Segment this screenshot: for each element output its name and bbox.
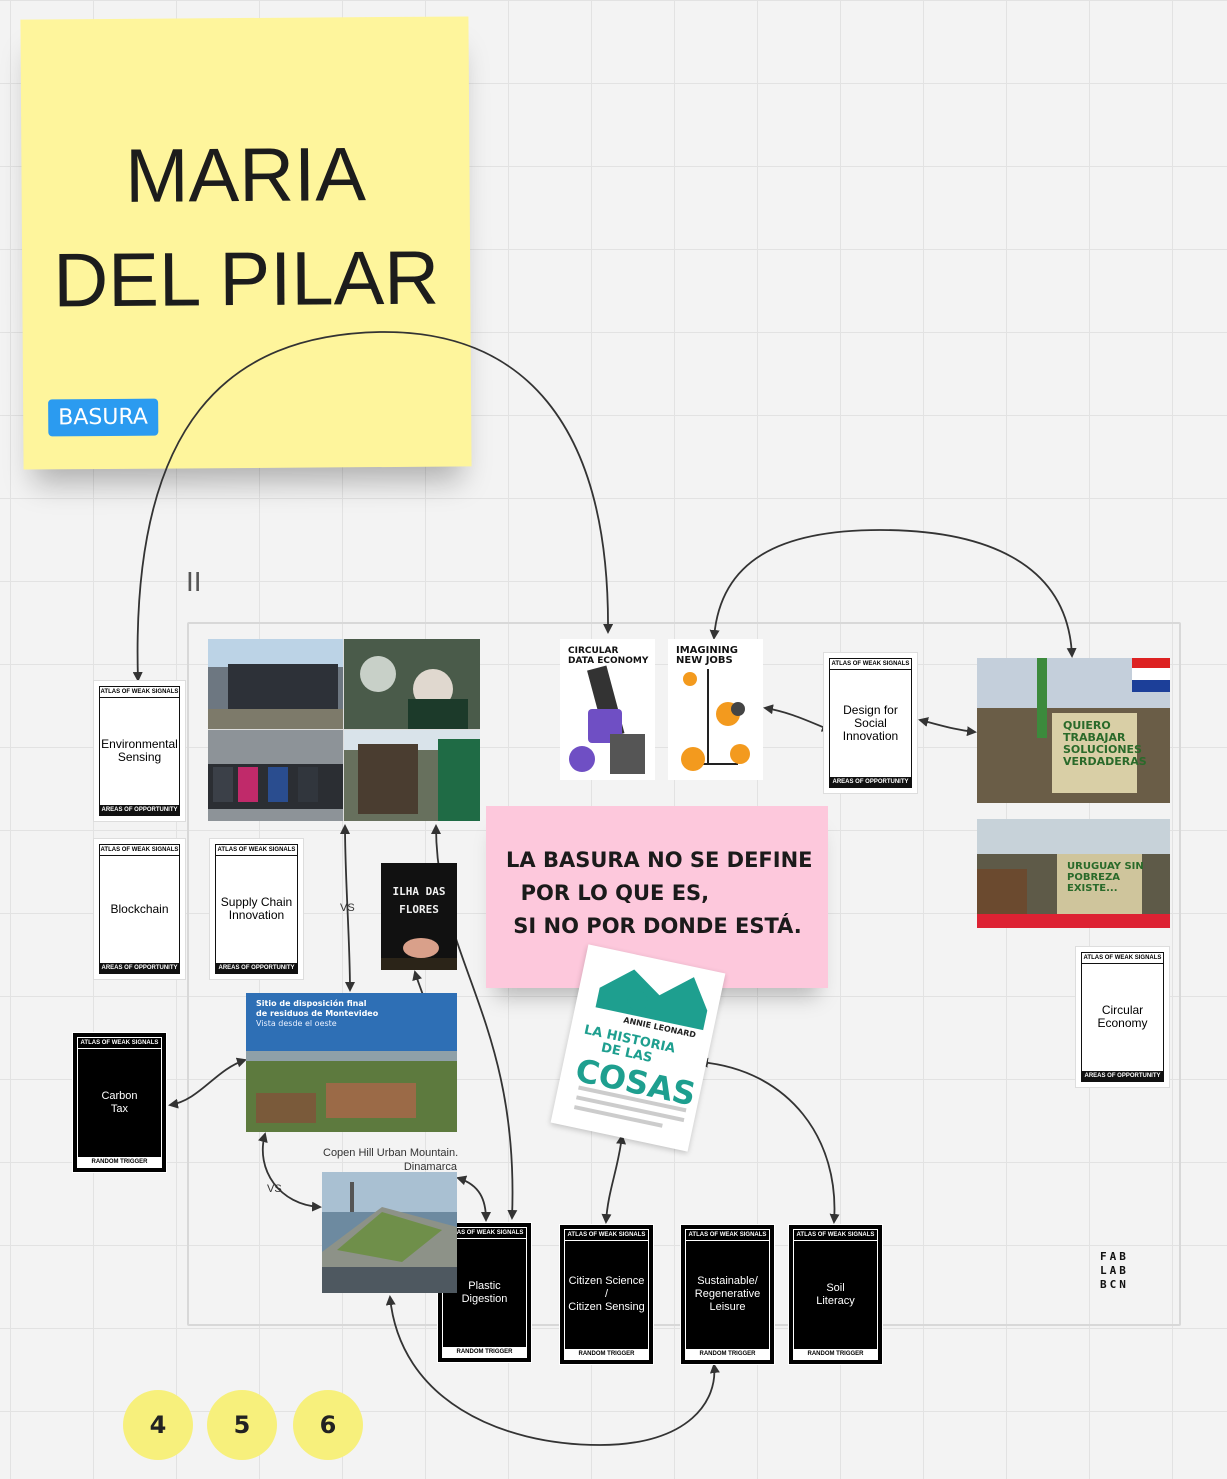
card-footer: AREAS OF OPPORTUNITY xyxy=(100,963,179,973)
card-header: ATLAS OF WEAK SIGNALS xyxy=(565,1230,648,1241)
recycling-center-collage[interactable] xyxy=(208,639,480,821)
card-label: Soil Literacy xyxy=(816,1281,855,1307)
montevideo-subtitle: Vista desde el oeste xyxy=(256,1019,337,1028)
protest-sign-text: URUGUAY SIN POBREZA EXISTE... xyxy=(1067,861,1144,894)
protest-photo-art xyxy=(977,658,1170,803)
frame-label: II xyxy=(186,566,202,597)
montevideo-disposal-site-image[interactable]: Sitio de disposición final de residuos d… xyxy=(246,993,457,1132)
card-footer: AREAS OF OPPORTUNITY xyxy=(1082,1071,1163,1081)
arrow-copenhill-to-leisure xyxy=(385,1295,720,1446)
card-label: Design for Social Innovation xyxy=(842,702,899,743)
arrow-jobs-to-protest xyxy=(709,529,1077,658)
card-header: ATLAS OF WEAK SIGNALS xyxy=(794,1230,877,1241)
card-footer: RANDOM TRIGGER xyxy=(686,1349,769,1359)
arrow-historia-to-citizen xyxy=(601,1134,627,1224)
arrow-montevideo-to-carbon xyxy=(168,1057,247,1109)
copenhill-caption: Copen Hill Urban Mountain. Dinamarca xyxy=(323,1147,459,1173)
card-citizen-science[interactable]: ATLAS OF WEAK SIGNALS Citizen Science / … xyxy=(559,1224,654,1365)
card-label: Plastic Digestion xyxy=(461,1279,508,1305)
logo-text: FAB LAB BCN xyxy=(1100,1250,1129,1291)
counter-circle-4[interactable]: 4 xyxy=(123,1390,193,1460)
card-footer: RANDOM TRIGGER xyxy=(794,1349,877,1359)
quote-text: LA BASURA NO SE DEFINE POR LO QUE ES, SI… xyxy=(506,848,813,938)
protest-photo-art xyxy=(977,819,1170,928)
card-label: Blockchain xyxy=(110,901,169,916)
card-header: ATLAS OF WEAK SIGNALS xyxy=(100,687,179,698)
card-header: ATLAS OF WEAK SIGNALS xyxy=(830,659,911,670)
arrow-design-to-protest xyxy=(918,717,977,737)
vs-label-1: VS xyxy=(340,902,355,914)
card-header: ATLAS OF WEAK SIGNALS xyxy=(1082,953,1163,964)
card-regenerative-leisure[interactable]: ATLAS OF WEAK SIGNALS Sustainable/ Regen… xyxy=(680,1224,775,1365)
card-footer: RANDOM TRIGGER xyxy=(443,1347,526,1357)
poster-art xyxy=(569,665,645,774)
card-footer: AREAS OF OPPORTUNITY xyxy=(216,963,297,973)
card-header: ATLAS OF WEAK SIGNALS xyxy=(78,1038,161,1049)
copenhill-image[interactable] xyxy=(322,1172,457,1293)
card-label: Environmental Sensing xyxy=(101,737,178,764)
poster-circular-data-economy[interactable]: CIRCULAR DATA ECONOMY xyxy=(560,639,655,780)
card-environmental-sensing[interactable]: ATLAS OF WEAK SIGNALS Environmental Sens… xyxy=(93,680,186,822)
card-label: Supply Chain Innovation xyxy=(220,895,293,922)
protest-photo-2[interactable]: URUGUAY SIN POBREZA EXISTE... xyxy=(977,819,1170,928)
aerial-photo-art xyxy=(246,993,457,1132)
card-header: ATLAS OF WEAK SIGNALS xyxy=(686,1230,769,1241)
arrow-copenhill-to-plastic xyxy=(456,1175,491,1222)
poster-art xyxy=(681,669,750,771)
arrow-historia-to-soil xyxy=(698,1057,840,1224)
card-footer: RANDOM TRIGGER xyxy=(78,1157,161,1167)
arrow-sticky-to-env xyxy=(132,331,614,682)
poster-imagining-new-jobs[interactable]: IMAGINING NEW JOBS xyxy=(668,639,763,780)
vs-label-2: VS xyxy=(267,1183,282,1195)
card-header: ATLAS OF WEAK SIGNALS xyxy=(216,845,297,856)
card-header: ATLAS OF WEAK SIGNALS xyxy=(100,845,179,856)
fablab-bcn-logo: FAB LAB BCN xyxy=(1100,1250,1156,1292)
copenhill-photo-art xyxy=(322,1172,457,1293)
card-label: Carbon Tax xyxy=(101,1089,138,1115)
collage-image xyxy=(208,639,480,821)
book-historia-de-las-cosas[interactable]: ANNIE LEONARD LA HISTORIA DE LAS COSAS xyxy=(550,944,726,1152)
card-design-social-innovation[interactable]: ATLAS OF WEAK SIGNALS Design for Social … xyxy=(823,652,918,794)
arrow-photo-to-montevideo xyxy=(340,824,355,992)
card-soil-literacy[interactable]: ATLAS OF WEAK SIGNALS Soil Literacy RAND… xyxy=(788,1224,883,1365)
card-blockchain[interactable]: ATLAS OF WEAK SIGNALS Blockchain AREAS O… xyxy=(93,838,186,980)
quote-sticky-note[interactable]: LA BASURA NO SE DEFINE POR LO QUE ES, SI… xyxy=(486,806,828,988)
arrow-montevideo-to-copenhill xyxy=(258,1132,322,1212)
poster-art xyxy=(381,938,457,970)
poster-ilha-das-flores[interactable]: ILHA DAS FLORES xyxy=(381,863,457,970)
card-carbon-tax[interactable]: ATLAS OF WEAK SIGNALS Carbon Tax RANDOM … xyxy=(72,1032,167,1173)
counter-circle-6[interactable]: 6 xyxy=(293,1390,363,1460)
book-cover-art xyxy=(573,969,708,1128)
poster-title: CIRCULAR DATA ECONOMY xyxy=(568,646,649,666)
card-footer: AREAS OF OPPORTUNITY xyxy=(830,777,911,787)
card-supply-chain[interactable]: ATLAS OF WEAK SIGNALS Supply Chain Innov… xyxy=(209,838,304,980)
card-label: Citizen Science / Citizen Sensing xyxy=(568,1275,645,1313)
card-circular-economy[interactable]: ATLAS OF WEAK SIGNALS Circular Economy A… xyxy=(1075,946,1170,1088)
card-header: ATLAS OF WEAK SIGNALS xyxy=(443,1228,526,1239)
card-label: Circular Economy xyxy=(1097,1003,1148,1030)
card-footer: AREAS OF OPPORTUNITY xyxy=(100,805,179,815)
card-label: Sustainable/ Regenerative Leisure xyxy=(694,1275,761,1313)
poster-title: ILHA DAS FLORES xyxy=(392,885,446,916)
protest-photo-1[interactable]: QUIERO TRABAJAR SOLUCIONES VERDADERAS xyxy=(977,658,1170,803)
card-footer: RANDOM TRIGGER xyxy=(565,1349,648,1359)
arrow-jobs-to-design xyxy=(763,704,832,732)
protest-sign-text: QUIERO TRABAJAR SOLUCIONES VERDADERAS xyxy=(1063,719,1147,768)
counter-circle-5[interactable]: 5 xyxy=(207,1390,277,1460)
montevideo-title: Sitio de disposición final de residuos d… xyxy=(256,999,379,1018)
poster-title: IMAGINING NEW JOBS xyxy=(676,645,739,666)
